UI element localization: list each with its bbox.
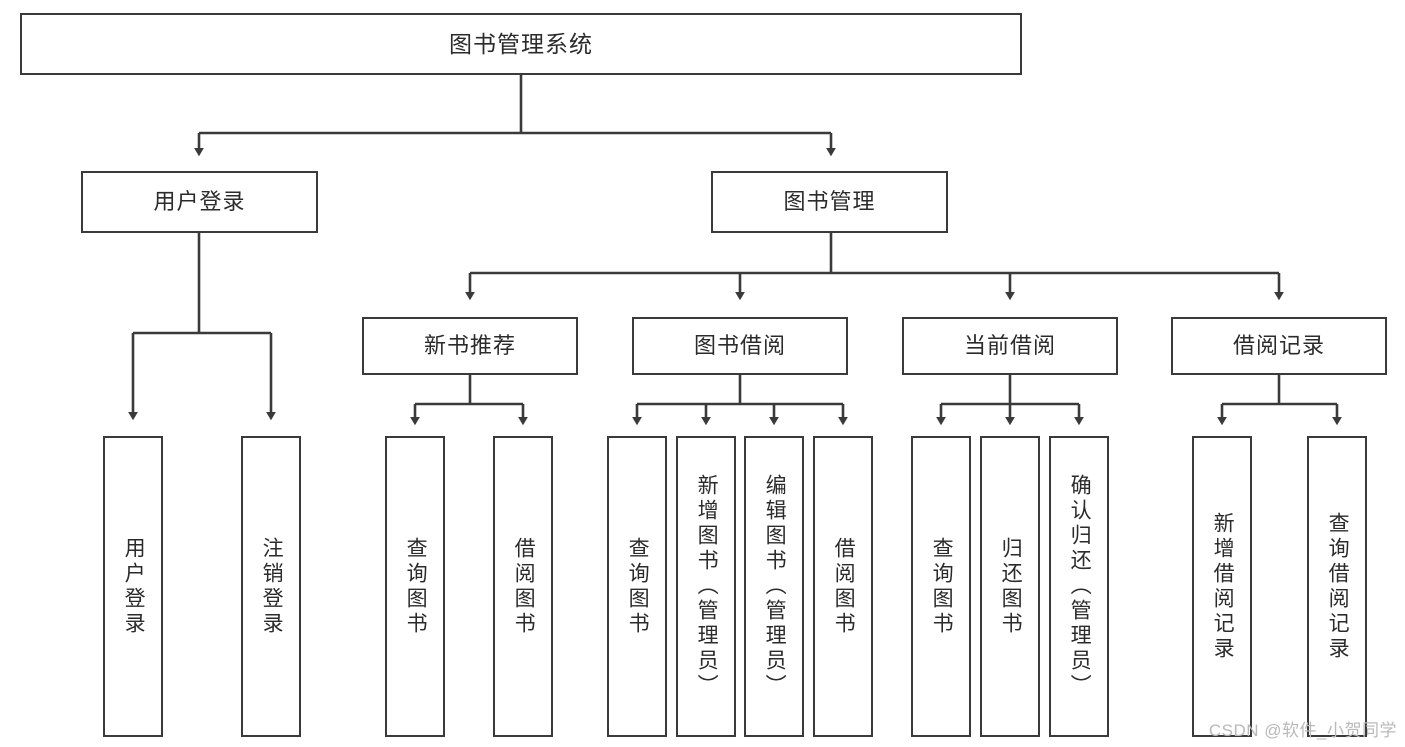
node-leaf-add-borrow-record[interactable]: 新增借阅记录 xyxy=(1192,436,1252,737)
node-label: 编辑图书（管理员） xyxy=(763,474,787,699)
node-label: 当前借阅 xyxy=(963,333,1056,359)
node-label: 借阅图书 xyxy=(512,536,536,637)
node-label: 查询借阅记录 xyxy=(1326,511,1350,662)
node-label: 查询图书 xyxy=(930,536,954,637)
node-book-management[interactable]: 图书管理 xyxy=(711,171,948,233)
node-label: 确认归还（管理员） xyxy=(1068,474,1092,699)
node-leaf-confirm-return-admin[interactable]: 确认归还（管理员） xyxy=(1049,436,1109,737)
node-leaf-logout[interactable]: 注销登录 xyxy=(241,436,301,737)
node-leaf-borrow-book-new[interactable]: 借阅图书 xyxy=(493,436,553,737)
node-root-book-management-system[interactable]: 图书管理系统 xyxy=(20,13,1022,75)
node-leaf-return-book[interactable]: 归还图书 xyxy=(980,436,1040,737)
node-current-borrow[interactable]: 当前借阅 xyxy=(902,317,1118,375)
node-user-login[interactable]: 用户登录 xyxy=(81,171,318,233)
node-label: 借阅记录 xyxy=(1232,333,1325,359)
node-label: 新增借阅记录 xyxy=(1211,511,1235,662)
node-label: 图书管理系统 xyxy=(449,30,593,57)
node-label: 查询图书 xyxy=(404,536,428,637)
watermark: CSDN @软件_小贺同学 xyxy=(1208,721,1397,740)
node-book-borrow[interactable]: 图书借阅 xyxy=(632,317,848,375)
node-leaf-query-borrow-record[interactable]: 查询借阅记录 xyxy=(1307,436,1367,737)
node-label: 归还图书 xyxy=(999,536,1023,637)
node-leaf-query-book-new[interactable]: 查询图书 xyxy=(385,436,445,737)
node-label: 用户登录 xyxy=(122,536,146,637)
node-label: 图书管理 xyxy=(783,189,876,215)
node-leaf-query-book-current[interactable]: 查询图书 xyxy=(911,436,971,737)
node-label: 用户登录 xyxy=(153,189,246,215)
node-leaf-borrow-book-borrow[interactable]: 借阅图书 xyxy=(813,436,873,737)
node-borrow-record[interactable]: 借阅记录 xyxy=(1171,317,1387,375)
node-label: 新增图书（管理员） xyxy=(695,474,719,699)
node-leaf-add-book-admin[interactable]: 新增图书（管理员） xyxy=(676,436,736,737)
node-leaf-query-book-borrow[interactable]: 查询图书 xyxy=(607,436,667,737)
node-label: 新书推荐 xyxy=(423,333,516,359)
node-leaf-edit-book-admin[interactable]: 编辑图书（管理员） xyxy=(744,436,804,737)
node-label: 注销登录 xyxy=(260,536,284,637)
node-label: 查询图书 xyxy=(626,536,650,637)
node-label: 图书借阅 xyxy=(693,333,786,359)
node-leaf-user-login[interactable]: 用户登录 xyxy=(103,436,163,737)
node-new-book-recommendation[interactable]: 新书推荐 xyxy=(362,317,578,375)
node-label: 借阅图书 xyxy=(832,536,856,637)
